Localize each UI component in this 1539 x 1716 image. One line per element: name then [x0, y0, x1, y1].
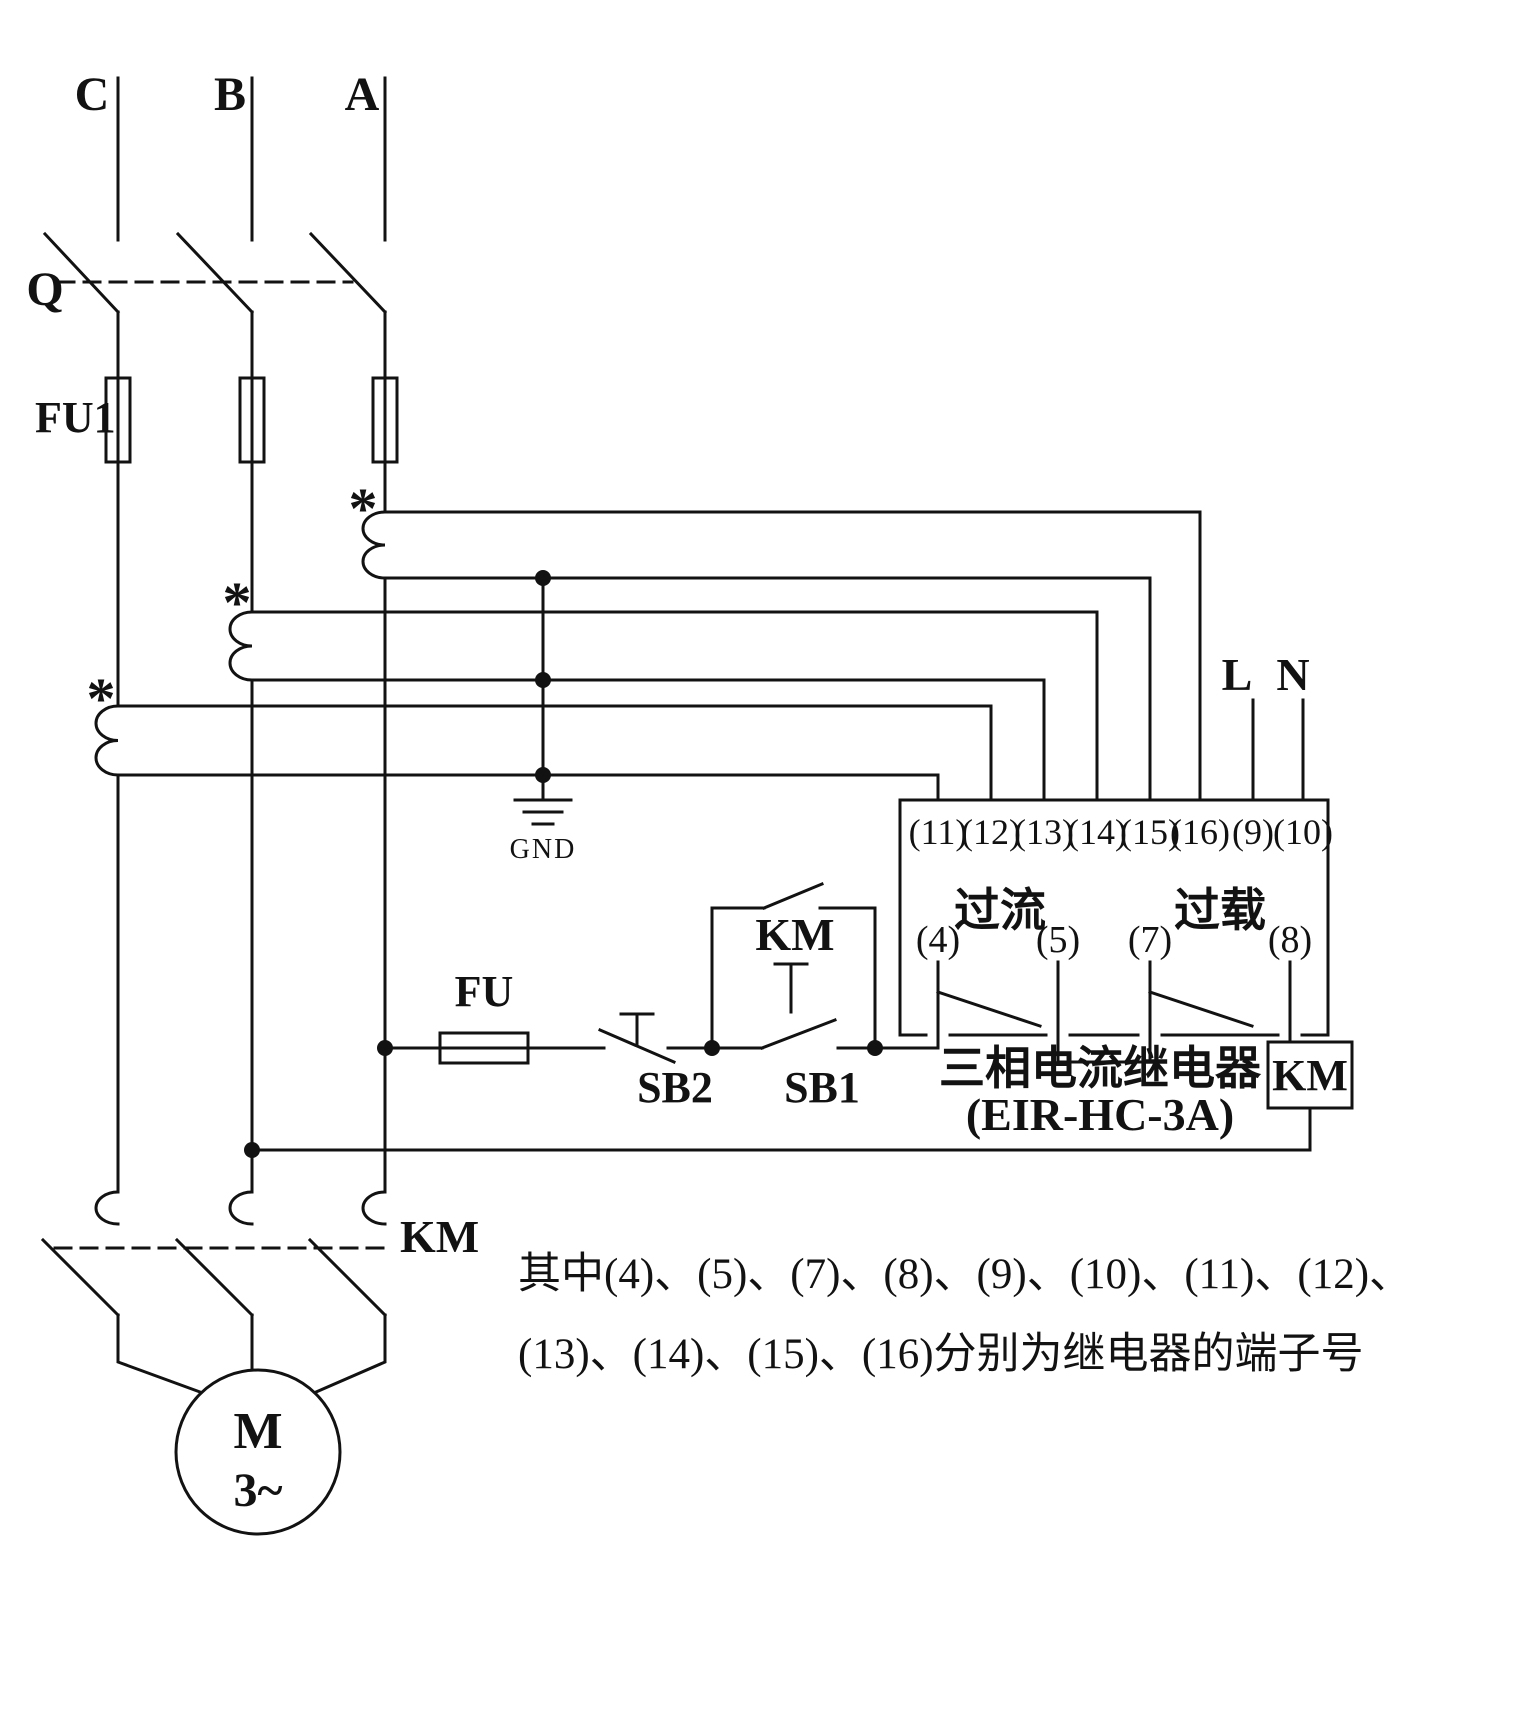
relay-terminal-13: (13) — [1014, 812, 1074, 852]
km-main-contact-arcs — [94, 1190, 387, 1226]
junction-dot — [535, 570, 551, 586]
fuse-fu1-c — [104, 376, 132, 464]
junction-dot — [535, 767, 551, 783]
phase-label-a: A — [345, 68, 380, 121]
stop-button-sb2-label: SB2 — [637, 1063, 713, 1112]
start-button-sb1-label: SB1 — [784, 1063, 860, 1112]
relay-model: (EIR-HC-3A) — [966, 1089, 1234, 1140]
ground-symbol — [513, 798, 573, 826]
motor-symbol-label: M — [233, 1403, 282, 1460]
relay-terminal-16: (16) — [1170, 812, 1230, 852]
fuse-fu1-label: FU1 — [35, 393, 116, 442]
motor-phase-label: 3~ — [234, 1464, 283, 1517]
ct-c-wire-top — [116, 704, 993, 802]
fuse-fu1-b — [238, 376, 266, 464]
ground-label: GND — [510, 834, 577, 865]
km-main-contact-blades — [40, 1237, 388, 1318]
relay-terminal-4: (4) — [916, 919, 960, 961]
phase-label-c: C — [75, 68, 110, 121]
relay-box-outline — [898, 798, 1330, 1037]
junction-dot — [704, 1040, 720, 1056]
fuse-fu-label: FU — [455, 967, 514, 1016]
junction-dot — [244, 1142, 260, 1158]
km-contactor-label: KM — [400, 1211, 479, 1262]
relay-overcurrent-contact — [936, 960, 1152, 1064]
junction-dot — [535, 672, 551, 688]
ct-a-wire-top — [383, 510, 1202, 802]
relay-overload-label: 过载 — [1174, 885, 1266, 936]
relay-terminal-11: (11) — [909, 812, 968, 852]
relay-terminal-10: (10) — [1273, 812, 1333, 852]
current-transformer-b — [228, 610, 254, 682]
supply-n-label: N — [1276, 649, 1309, 700]
relay-overcurrent-label: 过流 — [954, 885, 1046, 936]
km-coil-return-wire — [250, 1106, 1312, 1152]
ct-a-wire-bottom — [383, 576, 1152, 802]
relay-terminal-5: (5) — [1036, 919, 1080, 961]
km-coil-label: KM — [1272, 1051, 1348, 1100]
fuse-fu1-a — [371, 376, 399, 464]
disconnector-q-label: Q — [26, 263, 63, 316]
junction-dot — [377, 1040, 393, 1056]
disconnector-q-blades — [42, 231, 388, 315]
relay-terminal-8: (8) — [1268, 919, 1312, 961]
supply-l-label: L — [1222, 649, 1253, 700]
motor-circle — [174, 1368, 342, 1536]
ct-c-wire-bottom — [116, 773, 940, 802]
relay-terminal-14: (14) — [1067, 812, 1127, 852]
relay-terminal-12: (12) — [961, 812, 1021, 852]
relay-overload-contact — [1148, 960, 1292, 1044]
phase-a-line — [314, 76, 387, 1394]
ct-b-wire-bottom — [250, 678, 1046, 802]
current-transformer-c — [94, 704, 120, 777]
relay-name: 三相电流继电器 — [939, 1043, 1262, 1094]
km-aux-contact-branch — [710, 882, 877, 1050]
current-transformer-a — [361, 510, 387, 580]
ct-b-wire-top — [250, 610, 1099, 802]
km-aux-contact-label: KM — [755, 909, 834, 960]
relay-terminal-7: (7) — [1128, 919, 1172, 961]
ct-polarity-mark-c: * — [87, 666, 116, 731]
note-line-2: (13)、(14)、(15)、(16)分别为继电器的端子号 — [518, 1331, 1364, 1378]
relay-terminal-9: (9) — [1232, 812, 1274, 852]
note-line-1: 其中(4)、(5)、(7)、(8)、(9)、(10)、(11)、(12)、 — [518, 1251, 1412, 1298]
junction-dot — [867, 1040, 883, 1056]
relay-terminal-15: (15) — [1120, 812, 1180, 852]
ct-polarity-mark-a: * — [349, 476, 378, 541]
phase-c-line — [116, 76, 202, 1394]
start-button-sb1-symbol — [760, 962, 837, 1050]
phase-label-b: B — [214, 68, 246, 121]
stop-button-sb2-symbol — [598, 1012, 676, 1064]
ct-polarity-mark-b: * — [223, 570, 252, 635]
